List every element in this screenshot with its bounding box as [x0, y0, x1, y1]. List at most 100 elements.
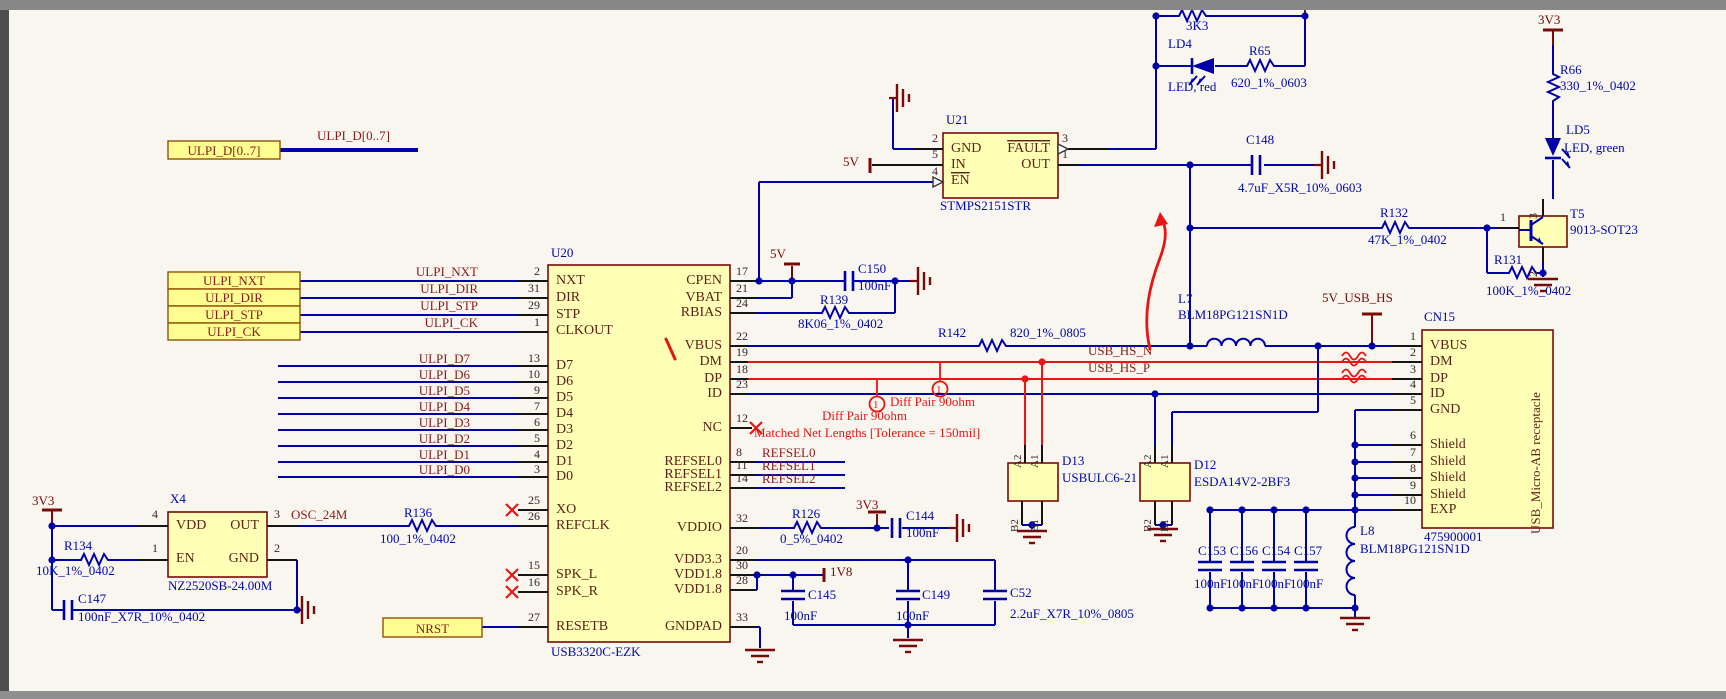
schematic-label[interactable]: D12 [1194, 457, 1216, 472]
sheet-port-label[interactable]: ULPI_D[0..7] [188, 143, 261, 158]
schematic-label[interactable]: R142 [938, 325, 966, 340]
schematic-label[interactable]: 33 [736, 610, 748, 624]
schematic-label[interactable]: GND [1430, 402, 1460, 417]
schematic-label[interactable]: 6 [1410, 428, 1416, 442]
schematic-label[interactable]: 12 [736, 411, 748, 425]
schematic-label[interactable]: C144 [906, 508, 935, 523]
schematic-label[interactable]: 13 [528, 351, 540, 365]
inductor[interactable] [1345, 526, 1356, 596]
schematic-label[interactable]: NXT [556, 273, 585, 288]
schematic-label[interactable]: RESETB [556, 619, 608, 634]
schematic-label[interactable]: Diff Pair 90ohm [822, 408, 907, 423]
schematic-label[interactable]: 1 [534, 315, 540, 329]
schematic-label[interactable]: 100nF [906, 525, 939, 540]
schematic-label[interactable]: REFSEL0 [762, 445, 815, 460]
schematic-label[interactable]: ULPI_D6 [419, 367, 471, 382]
schematic-label[interactable]: 20 [736, 543, 748, 557]
schematic-label[interactable]: A2 [1142, 455, 1154, 468]
schematic-label[interactable]: 31 [528, 281, 540, 295]
schematic-label[interactable]: C148 [1246, 132, 1274, 147]
schematic-label[interactable]: VDD1.8 [674, 582, 722, 597]
sheet-port[interactable] [382, 617, 483, 638]
schematic-label[interactable]: A1 [1159, 455, 1171, 468]
schematic-label[interactable]: CPEN [686, 273, 722, 288]
schematic-label[interactable]: C157 [1294, 543, 1323, 558]
component-body[interactable] [1421, 329, 1554, 529]
schematic-label[interactable]: VDD [176, 518, 206, 533]
inductor[interactable] [1206, 337, 1266, 347]
schematic-label[interactable]: B2 [1009, 519, 1021, 532]
schematic-label[interactable]: C154 [1262, 543, 1291, 558]
schematic-label[interactable]: D5 [556, 390, 573, 405]
schematic-label[interactable]: D7 [556, 358, 573, 373]
schematic-label[interactable]: 28 [736, 573, 748, 587]
schematic-label[interactable]: 1V8 [830, 564, 852, 579]
schematic-label[interactable]: NC [703, 420, 722, 435]
schematic-label[interactable]: 8 [1410, 461, 1416, 475]
schematic-label[interactable]: IN [951, 157, 966, 172]
schematic-label[interactable]: R139 [820, 292, 848, 307]
schematic-label[interactable]: OUT [1021, 157, 1050, 172]
schematic-label[interactable]: L8 [1360, 523, 1374, 538]
schematic-label[interactable]: REFSEL2 [664, 480, 722, 495]
schematic-label[interactable]: C145 [808, 587, 836, 602]
schematic-label[interactable]: ULPI_D0 [419, 462, 470, 477]
schematic-label[interactable]: T5 [1570, 206, 1584, 221]
schematic-label[interactable]: A1 [1029, 455, 1041, 468]
schematic-label[interactable]: DM [699, 354, 722, 369]
schematic-label[interactable]: 2 [274, 541, 280, 555]
sheet-port-label[interactable]: ULPI_NXT [203, 273, 265, 288]
resistor[interactable] [1378, 219, 1413, 236]
diff-pair-marker-circle[interactable] [931, 380, 949, 398]
schematic-label[interactable]: BLM18PG121SN1D [1360, 541, 1470, 556]
schematic-label[interactable]: ULPI_D2 [419, 431, 470, 446]
schematic-label[interactable]: 15 [528, 558, 540, 572]
schematic-label[interactable]: 1 [1410, 329, 1416, 343]
schematic-label[interactable]: 100nF [896, 608, 929, 623]
schematic-label[interactable]: VBUS [1430, 338, 1467, 353]
schematic-label[interactable]: 3 [1062, 131, 1068, 145]
schematic-label[interactable]: USB_HS_N [1088, 343, 1153, 358]
schematic-label[interactable]: EXP [1430, 502, 1457, 517]
schematic-label[interactable]: FAULT [1007, 141, 1050, 156]
schematic-label[interactable]: ULPI_NXT [416, 264, 478, 279]
schematic-label[interactable]: 30 [736, 558, 748, 572]
schematic-label[interactable]: 330_1%_0402 [1560, 78, 1636, 93]
schematic-label[interactable]: 29 [528, 298, 540, 312]
schematic-label[interactable]: 22 [736, 329, 748, 343]
schematic-label[interactable]: 100nF [1258, 576, 1291, 591]
schematic-label[interactable]: D13 [1062, 453, 1084, 468]
schematic-label[interactable]: R66 [1560, 62, 1582, 77]
schematic-label[interactable]: DP [704, 371, 722, 386]
schematic-label[interactable]: 1 [152, 541, 158, 555]
schematic-label[interactable]: USB_Micro-AB receptacle [1528, 392, 1543, 534]
schematic-label[interactable]: R136 [404, 505, 433, 520]
schematic-label[interactable]: 5 [932, 147, 938, 161]
schematic-label[interactable]: OSC_24M [291, 507, 348, 522]
schematic-label[interactable]: 100nF [1226, 576, 1259, 591]
schematic-label[interactable]: 2.2uF_X7R_10%_0805 [1010, 606, 1134, 621]
schematic-label[interactable]: 3V3 [1538, 12, 1560, 27]
sheet-port[interactable] [167, 322, 301, 341]
schematic-label[interactable]: 1 [1062, 147, 1068, 161]
schematic-label[interactable]: ULPI_D1 [419, 447, 470, 462]
schematic-label[interactable]: 10 [1404, 493, 1416, 507]
schematic-label[interactable]: 6 [534, 415, 540, 429]
schematic-label[interactable]: 3V3 [32, 493, 54, 508]
schematic-label[interactable]: REFSEL1 [762, 458, 815, 473]
schematic-label[interactable]: C147 [78, 591, 107, 606]
schematic-label[interactable]: 2 [534, 264, 540, 278]
schematic-label[interactable]: 18 [736, 362, 748, 376]
schematic-label[interactable]: ULPI_CK [425, 315, 479, 330]
sheet-port-label[interactable]: ULPI_CK [207, 324, 261, 339]
schematic-label[interactable]: EN [176, 551, 195, 566]
schematic-label[interactable]: U21 [946, 112, 968, 127]
resistor[interactable] [975, 337, 1010, 354]
schematic-label[interactable]: BLM18PG121SN1D [1178, 307, 1288, 322]
schematic-label[interactable]: GNDPAD [665, 619, 722, 634]
schematic-label[interactable]: 100nF [784, 608, 817, 623]
led-triangle[interactable] [1192, 58, 1214, 74]
schematic-label[interactable]: 24 [736, 296, 748, 310]
schematic-label[interactable]: C156 [1230, 543, 1259, 558]
resistor[interactable] [77, 551, 112, 568]
